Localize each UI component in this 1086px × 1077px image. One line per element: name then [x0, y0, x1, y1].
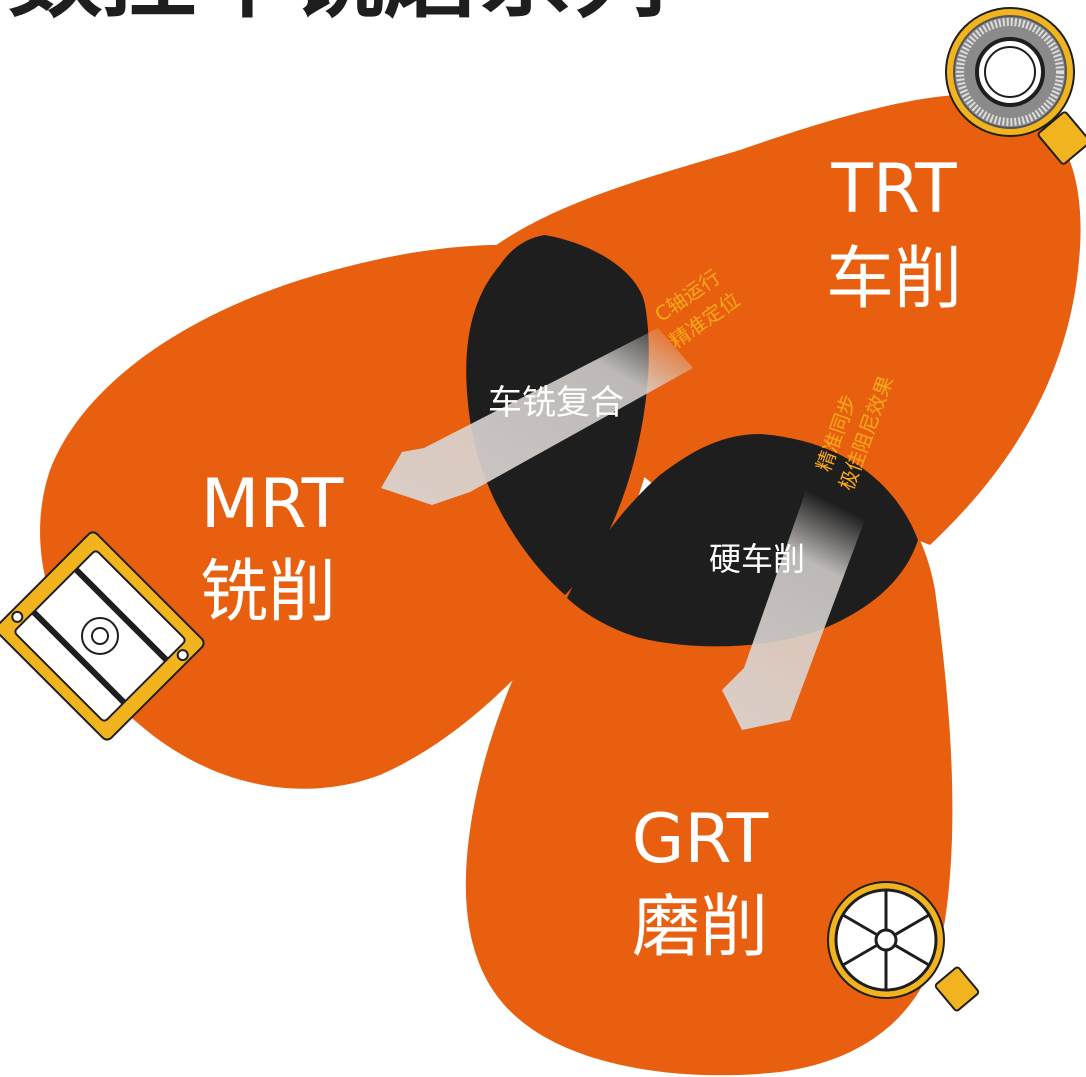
ring-encoder-icon	[945, 7, 1086, 165]
turn-mill-label: 车铣复合	[488, 383, 624, 423]
mrt-code-label: MRT	[201, 465, 344, 544]
hard-turning-label: 硬车削	[709, 540, 805, 578]
process-arrows	[381, 328, 876, 730]
turn-mill-arrow	[381, 328, 693, 505]
spoked-wheel-encoder-icon	[827, 881, 980, 1012]
trt-name-label: 车削	[826, 240, 962, 319]
overlap-labels: 车铣复合 硬车削	[488, 383, 805, 578]
hard-turning-arrow	[722, 470, 876, 730]
diagram-title: 数控车铣磨系列	[8, 0, 666, 31]
mrt-name-label: 铣削	[200, 553, 336, 632]
grt-code-label: GRT	[632, 800, 769, 879]
trt-code-label: TRT	[830, 150, 957, 229]
grt-name-label: 磨削	[632, 888, 768, 967]
square-encoder-icon	[0, 531, 205, 741]
region-labels: TRT 车削 MRT 铣削 GRT 磨削	[200, 150, 962, 967]
